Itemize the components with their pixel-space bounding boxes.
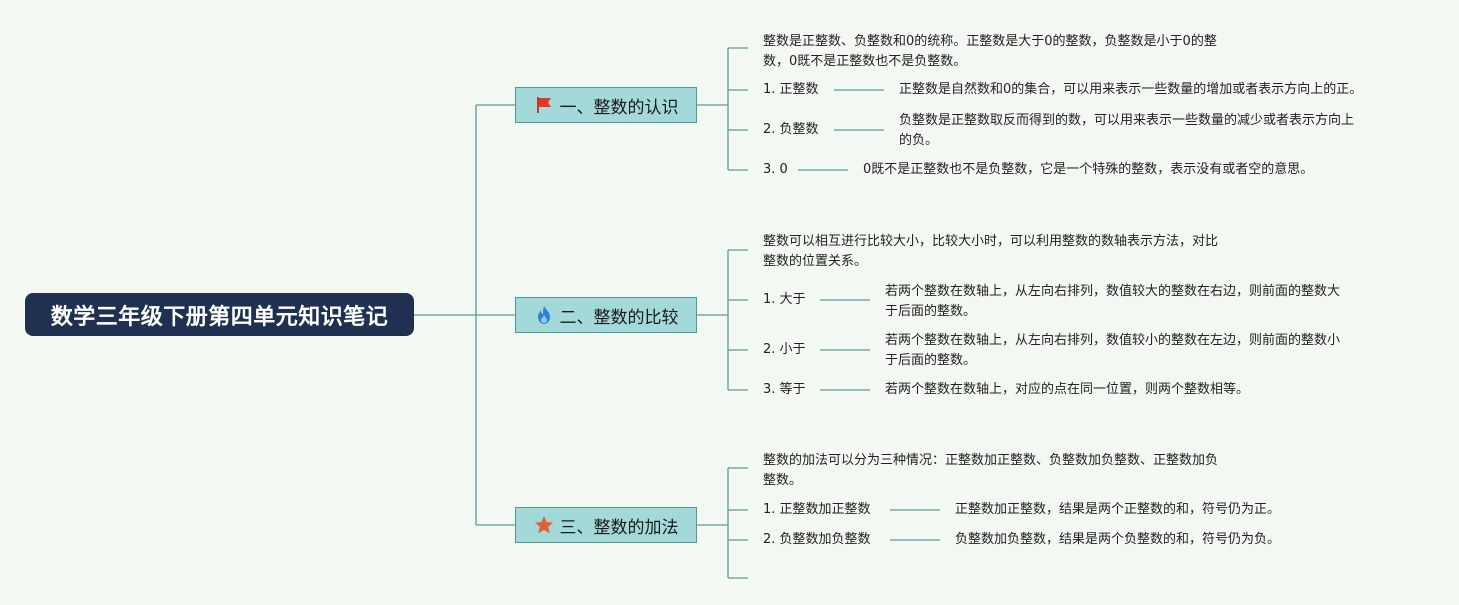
topic-integer-comparison[interactable]: 二、整数的比较 [515, 297, 697, 333]
subtopic-description: 于后面的整数。 [885, 304, 977, 319]
topic-summary-line: 整数。 [763, 473, 803, 488]
topic-summary-line: 整数是正整数、负整数和0的统称。正整数是大于0的整数，负整数是小于0的整 [763, 34, 1217, 49]
topic-integer-addition[interactable]: 三、整数的加法 [515, 507, 697, 543]
subtopic-description: 负整数是正整数取反而得到的数，可以用来表示一些数量的减少或者表示方向上 [899, 113, 1355, 128]
subtopic-less-than[interactable]: 2. 小于 [763, 342, 806, 357]
subtopic-description: 于后面的整数。 [885, 353, 977, 368]
orange-star-icon [534, 515, 554, 535]
topic-summary-line: 整数的位置关系。 [763, 254, 868, 269]
topic-label: 二、整数的比较 [559, 307, 679, 328]
subtopic-greater-than[interactable]: 1. 大于 [763, 292, 806, 307]
topic-integer-recognition[interactable]: 一、整数的认识 [515, 87, 697, 123]
subtopic-description: 若两个整数在数轴上，从左向右排列，数值较大的整数在右边，则前面的整数大 [885, 284, 1341, 299]
subtopic-description: 正整数加正整数，结果是两个正整数的和，符号仍为正。 [955, 502, 1281, 517]
topic-summary-line: 整数可以相互进行比较大小，比较大小时，可以利用整数的数轴表示方法，对比 [763, 234, 1219, 249]
subtopic-positive-plus-positive[interactable]: 1. 正整数加正整数 [763, 502, 871, 517]
subtopic-negative-integer[interactable]: 2. 负整数 [763, 122, 819, 137]
blue-flame-icon [534, 305, 554, 325]
subtopic-description: 0既不是正整数也不是负整数，它是一个特殊的整数，表示没有或者空的意思。 [863, 162, 1314, 177]
topic-summary-line: 数，0既不是正整数也不是负整数。 [763, 54, 967, 69]
subtopic-description: 正整数是自然数和0的集合，可以用来表示一些数量的增加或者表示方向上的正。 [899, 82, 1363, 97]
subtopic-equal[interactable]: 3. 等于 [763, 382, 806, 397]
red-flag-icon [534, 95, 554, 115]
topic-label: 一、整数的认识 [559, 97, 679, 118]
subtopic-positive-integer[interactable]: 1. 正整数 [763, 82, 819, 97]
subtopic-description: 若两个整数在数轴上，对应的点在同一位置，则两个整数相等。 [885, 382, 1250, 397]
root-topic[interactable]: 数学三年级下册第四单元知识笔记 [25, 293, 414, 336]
subtopic-negative-plus-negative[interactable]: 2. 负整数加负整数 [763, 532, 871, 547]
subtopic-description: 的负。 [899, 133, 939, 148]
subtopic-description: 若两个整数在数轴上，从左向右排列，数值较小的整数在左边，则前面的整数小 [885, 333, 1341, 348]
subtopic-zero[interactable]: 3. 0 [763, 162, 788, 177]
topic-label: 三、整数的加法 [559, 517, 679, 538]
topic-summary-line: 整数的加法可以分为三种情况：正整数加正整数、负整数加负整数、正整数加负 [763, 453, 1219, 468]
subtopic-description: 负整数加负整数，结果是两个负整数的和，符号仍为负。 [955, 532, 1281, 547]
